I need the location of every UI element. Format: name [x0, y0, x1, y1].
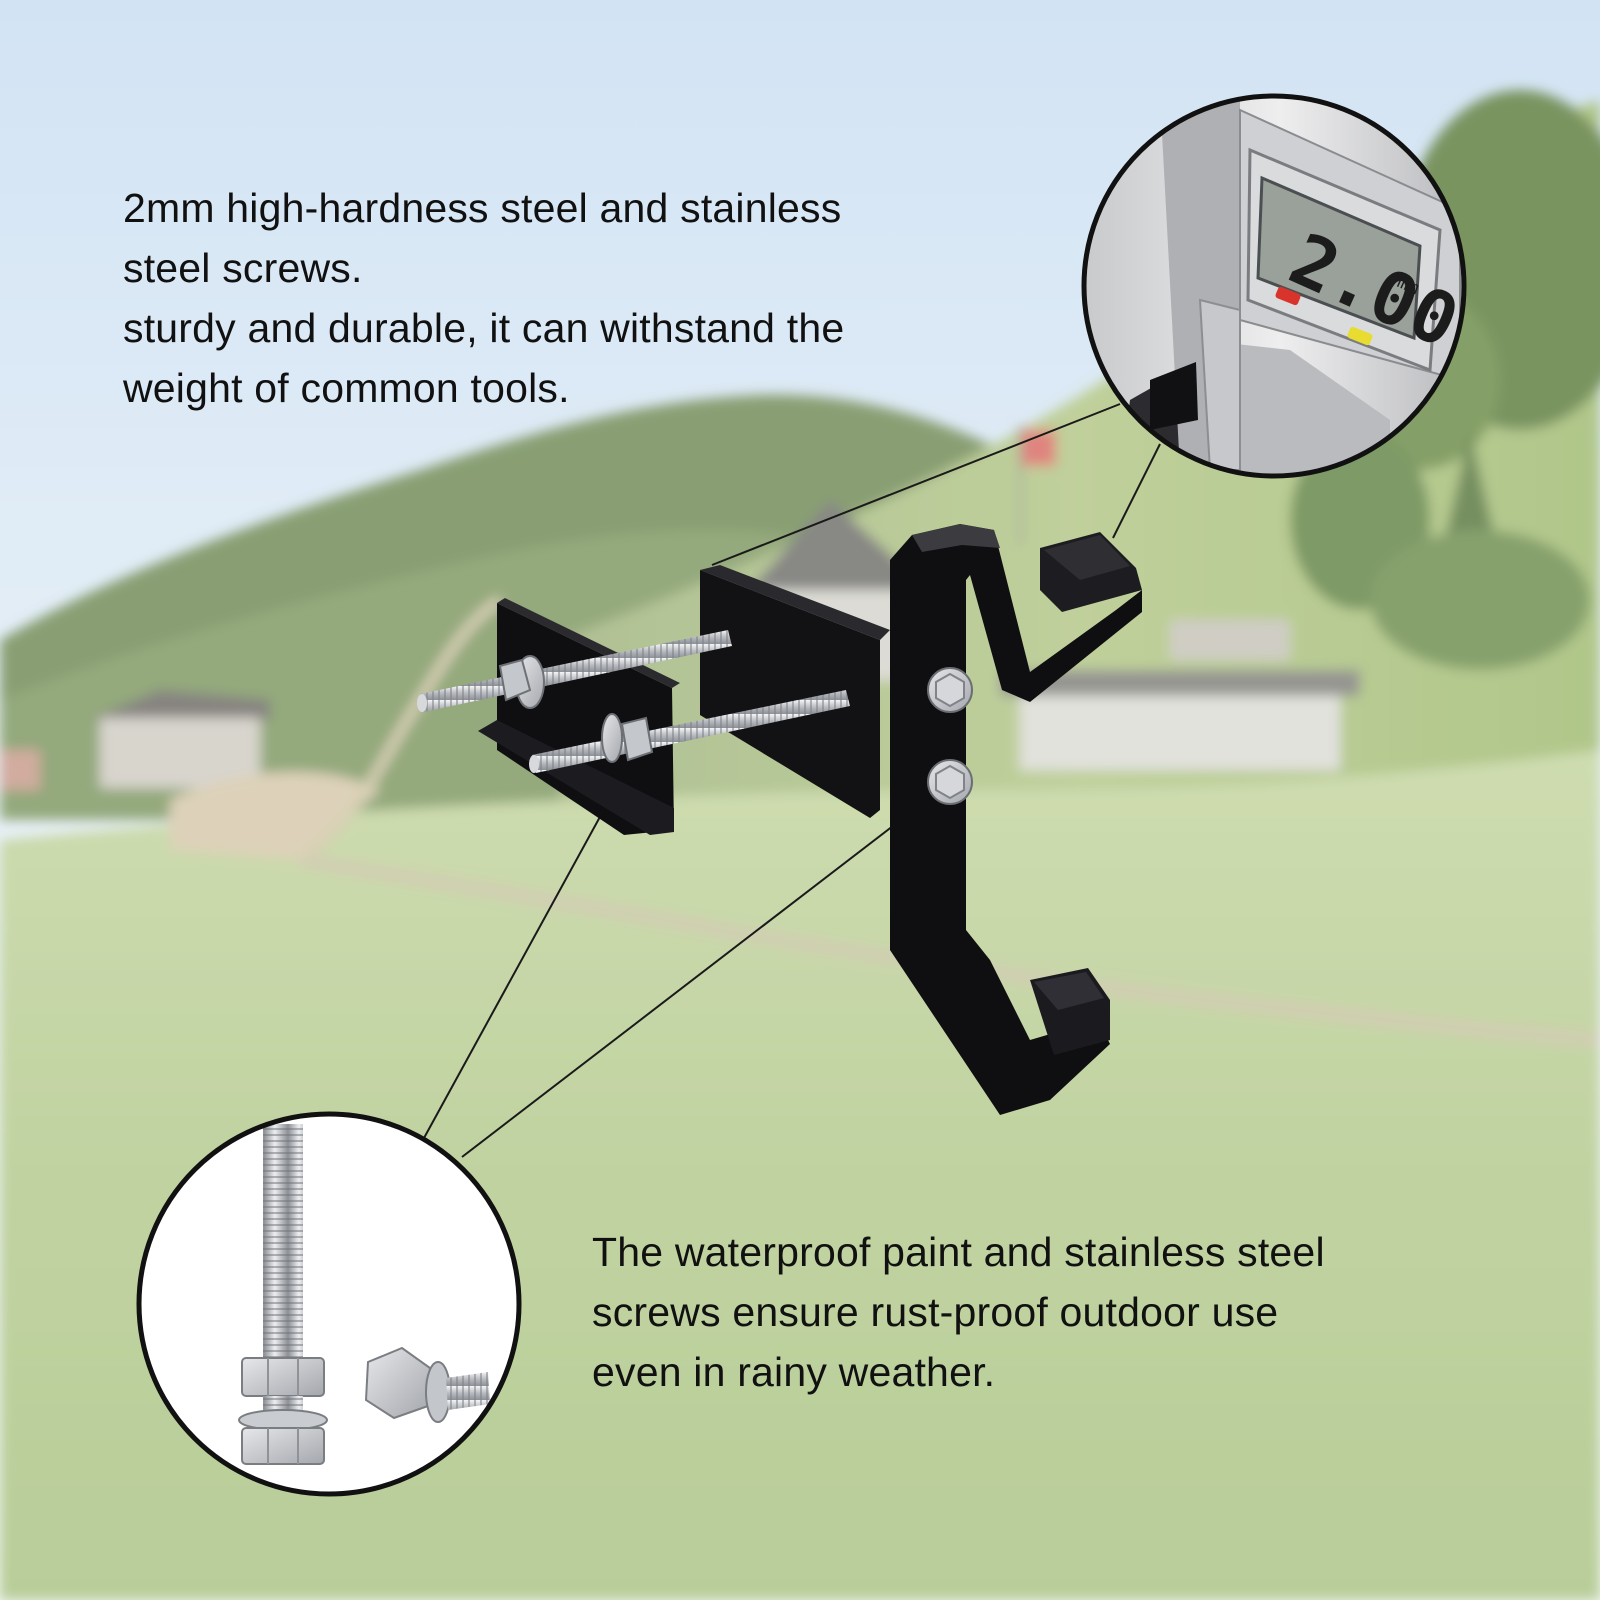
hardware-callout: [136, 1111, 522, 1497]
caption-line: steel screws.: [123, 245, 363, 291]
caption-line: sturdy and durable, it can withstand the: [123, 305, 845, 351]
caption-line: weight of common tools.: [123, 365, 570, 411]
caption-line: even in rainy weather.: [592, 1349, 996, 1395]
callout-leader-lines: [423, 403, 1161, 1158]
wall-bracket: [417, 524, 1142, 1115]
caliper-red-button: [1275, 286, 1301, 306]
caption-waterproof: The waterproof paint and stainless steel…: [592, 1222, 1325, 1402]
rear-clamp-plate: [700, 570, 880, 818]
hex-nut: [498, 655, 654, 763]
hex-bolt-lower: [927, 759, 973, 805]
caption-material-strength: 2mm high-hardness steel and stainless st…: [123, 178, 844, 418]
caliper-callout-frame: [1081, 93, 1467, 479]
rod-nut-washer-stack: [238, 1357, 328, 1465]
hex-bolt-upper: [927, 667, 973, 713]
caliper-yellow-button: [1347, 326, 1373, 346]
threaded-rod-upper: [417, 630, 732, 712]
hex-bolt-detail: [364, 1346, 490, 1423]
caliper-callout: 2.00 mm: [1081, 93, 1467, 479]
caption-line: The waterproof paint and stainless steel: [592, 1229, 1325, 1275]
front-clamp-plate: [497, 603, 674, 835]
caption-line: screws ensure rust-proof outdoor use: [592, 1289, 1279, 1335]
caption-line: 2mm high-hardness steel and stainless: [123, 185, 842, 231]
hardware-callout-frame: [136, 1111, 522, 1497]
caliper-display: [1256, 175, 1422, 341]
threaded-rod-detail: [263, 1124, 303, 1360]
